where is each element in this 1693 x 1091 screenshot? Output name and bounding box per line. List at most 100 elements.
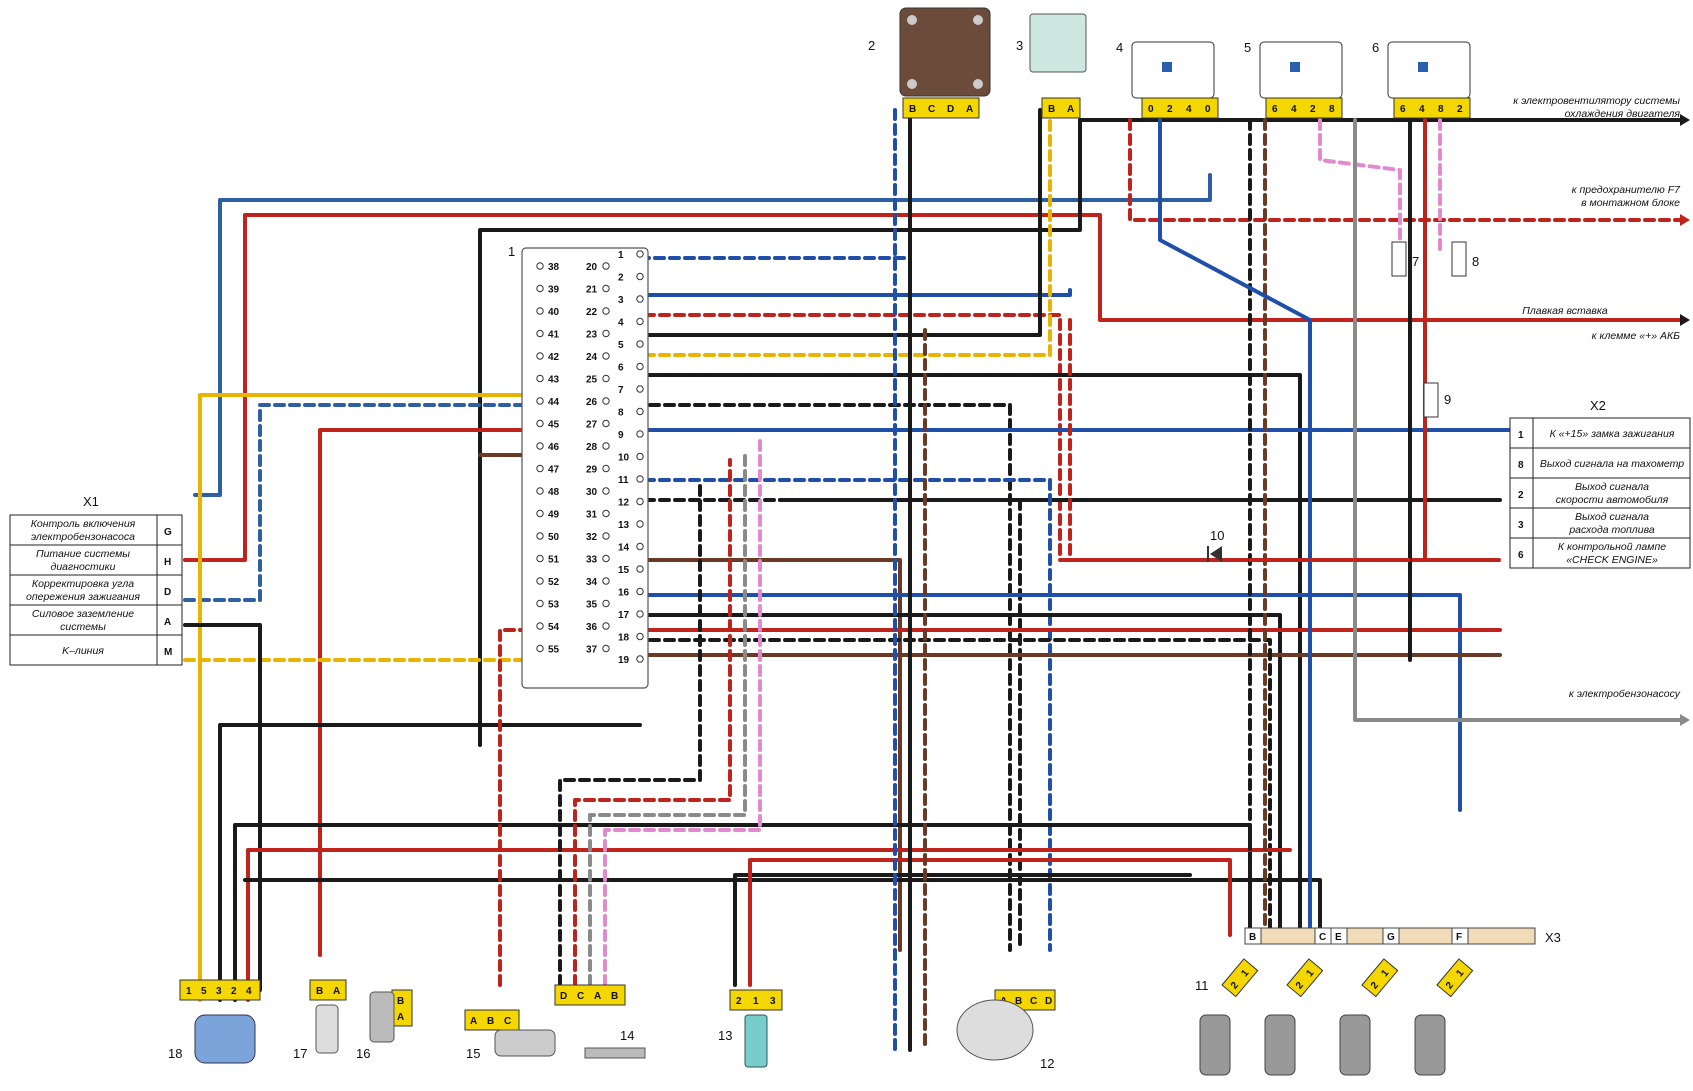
svg-text:Силовое заземление: Силовое заземление bbox=[32, 608, 134, 620]
ecu-pin-label: 33 bbox=[586, 555, 598, 566]
svg-text:B: B bbox=[611, 991, 618, 1002]
ecu-pin-dot bbox=[636, 317, 644, 326]
ecu-pin-label: 14 bbox=[618, 543, 630, 554]
ecu-pin-label: 52 bbox=[548, 577, 560, 588]
svg-text:К «+15» замка зажигания: К «+15» замка зажигания bbox=[1550, 428, 1675, 440]
ecu-pin-dot bbox=[602, 352, 610, 360]
ecu-pin-label: 8 bbox=[618, 408, 624, 419]
ecu-pin-label: 22 bbox=[586, 307, 598, 318]
ecu-pin-label: 53 bbox=[548, 600, 560, 611]
x3-harness: X3 B C E G F bbox=[1244, 927, 1561, 945]
ecu-pin-dot bbox=[536, 419, 544, 428]
ecu-pin-dot bbox=[602, 644, 610, 653]
svg-text:электробензонасоса: электробензонасоса bbox=[31, 531, 135, 543]
svg-text:0: 0 bbox=[1205, 104, 1211, 115]
ecu-label: 1 bbox=[508, 244, 515, 259]
connector-c6: 6 4 8 2 bbox=[1393, 97, 1471, 119]
svg-text:5: 5 bbox=[201, 986, 207, 997]
ecu-pin-dot bbox=[636, 587, 644, 596]
svg-text:16: 16 bbox=[356, 1046, 370, 1061]
ecu-pin-dot bbox=[536, 262, 544, 270]
ecu-pin-label: 18 bbox=[618, 633, 630, 644]
svg-text:расхода топлива: расхода топлива bbox=[1568, 524, 1654, 536]
ecu-pin-label: 17 bbox=[618, 610, 630, 621]
ecu-pin-dot bbox=[602, 509, 610, 518]
svg-text:B: B bbox=[1249, 932, 1256, 943]
svg-text:H: H bbox=[164, 557, 171, 568]
ecu-pin-dot bbox=[636, 385, 644, 393]
sensor-14: D C A B 14 bbox=[554, 984, 646, 1059]
svg-text:8: 8 bbox=[1438, 104, 1444, 115]
ecu-pin-label: 42 bbox=[548, 352, 560, 363]
ecu-pin-label: 55 bbox=[548, 645, 560, 656]
svg-text:7: 7 bbox=[1412, 254, 1419, 269]
svg-text:Выход сигнала: Выход сигнала bbox=[1575, 511, 1649, 523]
ecu-pin-label: 24 bbox=[586, 352, 598, 363]
sensor-16: B A 16 bbox=[356, 989, 413, 1061]
svg-text:1: 1 bbox=[1379, 968, 1391, 980]
ecu-pin-label: 45 bbox=[548, 420, 560, 431]
svg-text:К контрольной лампе: К контрольной лампе bbox=[1558, 541, 1666, 553]
svg-text:системы: системы bbox=[60, 621, 106, 633]
sensor-18: 1 5 3 2 4 18 bbox=[168, 979, 261, 1064]
svg-text:1: 1 bbox=[1304, 968, 1316, 980]
sensor-17: B A 17 bbox=[293, 979, 347, 1061]
connector-c5: 6 4 2 8 bbox=[1265, 97, 1343, 119]
svg-text:A: A bbox=[164, 617, 171, 628]
svg-text:1: 1 bbox=[1239, 968, 1251, 980]
svg-text:M: M bbox=[164, 647, 172, 658]
svg-text:17: 17 bbox=[293, 1046, 307, 1061]
relay-4: 4 bbox=[1116, 40, 1215, 99]
svg-text:2: 2 bbox=[1444, 980, 1456, 992]
ecu-pin-dot bbox=[636, 250, 644, 258]
svg-text:A: A bbox=[470, 1016, 477, 1027]
x2-table: X2 1 К «+15» замка зажигания 8 Выход сиг… bbox=[1509, 398, 1691, 569]
battery-note: к клемме «+» АКБ bbox=[1592, 330, 1681, 342]
svg-text:1: 1 bbox=[1454, 968, 1466, 980]
svg-text:8: 8 bbox=[1329, 104, 1335, 115]
svg-text:11: 11 bbox=[1195, 978, 1209, 993]
fuel-pump-note: к электробензонасосу bbox=[1569, 688, 1681, 700]
connector-c4: 0 2 4 0 bbox=[1141, 97, 1219, 119]
svg-text:G: G bbox=[1387, 932, 1395, 943]
ecu-pin-dot bbox=[536, 442, 544, 450]
ecu-pin-dot bbox=[636, 362, 644, 371]
x3-title: X3 bbox=[1545, 930, 1561, 945]
svg-text:Выход сигнала: Выход сигнала bbox=[1575, 481, 1649, 493]
injectors-11: 11 2 1 2 1 2 1 2 1 bbox=[1195, 958, 1474, 1076]
ecu-pin-dot bbox=[602, 464, 610, 473]
ecu-pin-label: 6 bbox=[618, 363, 624, 374]
ecu-pin-dot bbox=[602, 554, 610, 563]
relay-6: 6 bbox=[1372, 40, 1471, 99]
ecu-pin-dot bbox=[636, 272, 644, 281]
ecu-pin-label: 28 bbox=[586, 442, 598, 453]
ecu-pin-dot bbox=[636, 655, 644, 663]
ecu-pin-label: 34 bbox=[586, 577, 598, 588]
svg-text:B: B bbox=[909, 104, 916, 115]
right-annotations: к электровентилятору системы охлаждения … bbox=[1513, 95, 1690, 726]
ecu-pin-dot bbox=[602, 419, 610, 428]
sensor-12: A B C D 12 bbox=[956, 989, 1056, 1071]
svg-text:A: A bbox=[397, 1012, 404, 1023]
ecu-pin-label: 15 bbox=[618, 565, 630, 576]
svg-text:1: 1 bbox=[1518, 430, 1524, 441]
svg-text:8: 8 bbox=[1472, 254, 1479, 269]
ecu-pin-dot bbox=[602, 374, 610, 383]
ecu-pin-label: 3 bbox=[618, 295, 624, 306]
relay-4-label: 4 bbox=[1116, 40, 1123, 55]
ecu-pin-label: 40 bbox=[548, 307, 560, 318]
svg-text:E: E bbox=[1335, 932, 1342, 943]
x2-title: X2 bbox=[1590, 398, 1606, 413]
ecu-pin-dot bbox=[602, 599, 610, 608]
svg-text:13: 13 bbox=[718, 1028, 732, 1043]
fuse-note-1: к предохранителю F7 bbox=[1572, 184, 1682, 196]
ecu-pin-label: 46 bbox=[548, 442, 560, 453]
relay-5-label: 5 bbox=[1244, 40, 1251, 55]
svg-text:«CHECK ENGINE»: «CHECK ENGINE» bbox=[1566, 554, 1658, 566]
ecu-pin-label: 20 bbox=[586, 262, 598, 273]
ecu-pin-dot bbox=[536, 554, 544, 563]
ecu-pin-dot bbox=[636, 430, 644, 438]
svg-text:D: D bbox=[1045, 996, 1052, 1007]
ecu-pin-label: 39 bbox=[548, 285, 560, 296]
svg-text:B: B bbox=[1015, 996, 1022, 1007]
